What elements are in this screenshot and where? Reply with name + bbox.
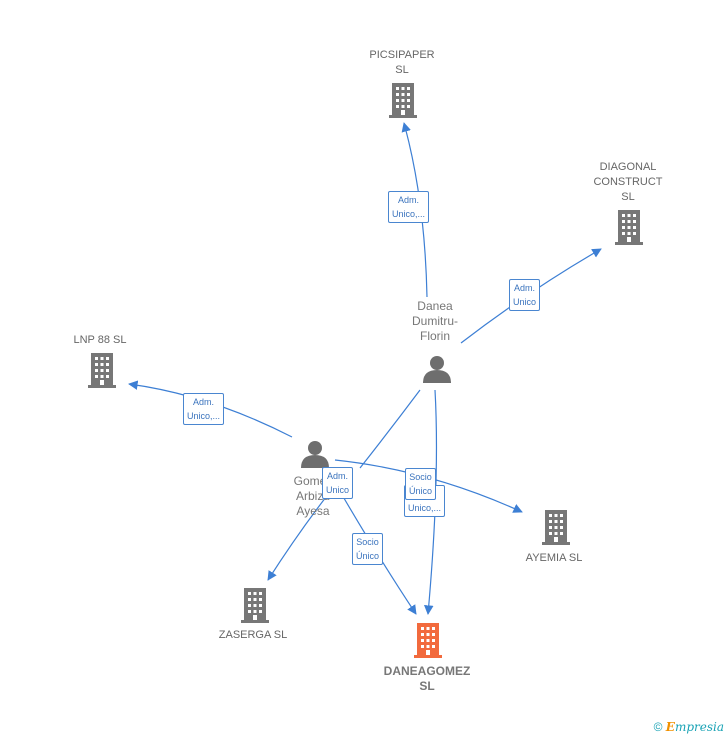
edge-label-danea-daneagomez-b: Socio Único [405,468,437,500]
ayemia-building-icon[interactable] [542,510,570,545]
picsipaper-label[interactable]: PICSIPAPER SL [369,49,435,76]
brand-logo: Empresia [665,720,724,734]
edge-label-danea-diagonal: Adm. Unico [509,279,541,311]
diagonal-building-icon[interactable] [615,210,643,245]
edge-label-gomez-zaserga: Adm. Unico [322,467,354,499]
zaserga-building-icon[interactable] [241,588,269,623]
edge-label-gomez-daneagomez: Socio Único [352,533,384,565]
edge-label-gomez-lnp88: Adm. Unico,... [183,393,225,425]
danea-label[interactable]: Danea Dumitru- Florin [411,299,459,343]
zaserga-label[interactable]: ZASERGA SL [218,629,288,641]
danea-person-icon[interactable] [423,356,451,383]
daneagomez-building-icon[interactable] [414,623,442,658]
gomez-person-icon[interactable] [301,441,329,468]
lnp88-building-icon[interactable] [88,353,116,388]
edge-label-danea-picsipaper: Adm. Unico,... [388,191,430,223]
picsipaper-building-icon[interactable] [389,83,417,118]
diagonal-label[interactable]: DIAGONAL CONSTRUCT SL [593,161,663,203]
edge-danea-gomez [359,389,421,469]
copyright-icon: © [653,720,663,734]
empresia-watermark: © Empresia [654,720,724,734]
lnp88-label[interactable]: LNP 88 SL [73,334,127,346]
daneagomez-label[interactable]: DANEAGOMEZ SL [383,664,471,693]
ayemia-label[interactable]: AYEMIA SL [525,552,583,564]
